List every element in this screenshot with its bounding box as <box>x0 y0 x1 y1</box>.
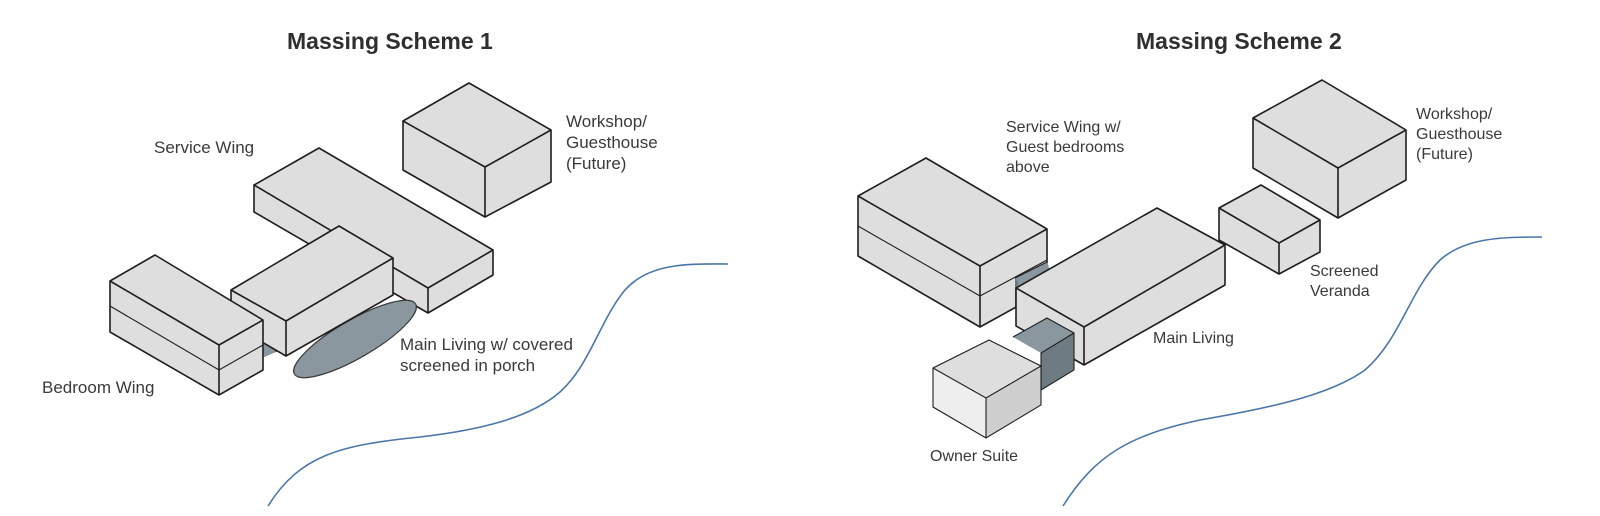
scheme-2-service-wing-mass <box>857 157 1048 328</box>
scheme-2-label-service-wing: Service Wing w/ Guest bedrooms above <box>1006 119 1125 176</box>
scheme-2-veranda-mass <box>1218 184 1321 275</box>
scheme-1-drawing <box>109 82 729 507</box>
scheme-1-label-workshop: Workshop/ Guesthouse (Future) <box>566 112 658 173</box>
scheme-2-label-owner-suite: Owner Suite <box>930 448 1019 465</box>
scheme-2-river <box>1062 236 1543 507</box>
scheme-2-label-screened-veranda: Screened Veranda <box>1310 263 1379 300</box>
scheme-2-title: Massing Scheme 2 <box>1136 28 1342 54</box>
scheme-1-workshop-mass <box>402 82 552 218</box>
scheme-2-connector-lower <box>1012 317 1075 391</box>
scheme-1-label-bedroom-wing: Bedroom Wing <box>42 378 155 397</box>
scheme-1-label-service-wing: Service Wing <box>154 138 255 157</box>
scheme-1-title: Massing Scheme 1 <box>287 28 493 54</box>
scheme-1-river <box>267 263 729 507</box>
scheme-1-label-main-living: Main Living w/ covered screened in porch <box>400 335 573 375</box>
scheme-2-label-workshop: Workshop/ Guesthouse (Future) <box>1416 106 1503 163</box>
scheme-1-main-living-mass <box>230 225 394 357</box>
scheme-2-workshop-mass <box>1252 79 1407 219</box>
scheme-2-drawing <box>857 79 1543 507</box>
scheme-1-bedroom-wing-mass <box>109 254 264 396</box>
scheme-2-owner-suite-mass <box>932 339 1042 439</box>
scheme-2-label-main-living: Main Living <box>1153 330 1234 347</box>
